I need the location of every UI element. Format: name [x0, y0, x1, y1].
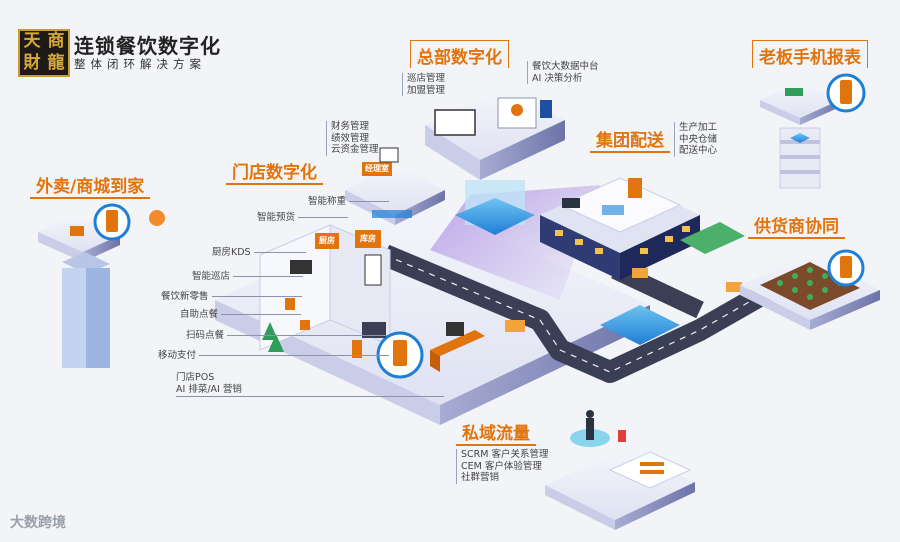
store-section: 门店数字化 [226, 158, 323, 185]
hq-item: 餐饮大数据中台 [532, 61, 599, 72]
group-title: 集团配送 [596, 131, 664, 151]
boss-tower [760, 73, 866, 189]
delivery-trucks [505, 268, 742, 332]
leader-line [221, 314, 302, 315]
callout-pos: 门店POS AI 排菜/AI 营销 [176, 372, 444, 397]
callout-smart-weighing: 智能称重 [308, 193, 390, 207]
leader-line [199, 355, 390, 356]
private-item: CEM 客户体验管理 [461, 460, 542, 472]
private-traffic-platform [545, 410, 695, 530]
callout-self-order: 自助点餐 [180, 306, 302, 320]
leader-line [211, 296, 302, 297]
hq-list-left: 巡店管理 加盟管理 [402, 73, 445, 96]
delivery-section: 外卖/商城到家 [30, 172, 151, 199]
callout-label: 智能巡店 [192, 271, 231, 282]
company-logo: 天 商 財 龍 [18, 29, 70, 77]
group-title-underline [590, 151, 670, 153]
private-section: 私域流量 [456, 419, 536, 446]
private-title: 私域流量 [462, 424, 530, 444]
private-item: SCRM 客户关系管理 [461, 449, 549, 460]
callout-label: AI 排菜/AI 营销 [176, 383, 242, 395]
store-title: 门店数字化 [232, 163, 317, 183]
callout-label: 智能预货 [257, 212, 296, 223]
callout-label: 厨房KDS [212, 247, 251, 258]
warehouse-lawn [680, 222, 745, 254]
group-item: 配送中心 [679, 145, 718, 156]
office-platform [345, 147, 445, 225]
private-title-underline [456, 444, 536, 446]
leader-line [227, 335, 388, 336]
pos-counter [352, 322, 485, 379]
callout-mobile-pay: 移动支付 [158, 347, 390, 361]
leader-line [253, 252, 306, 253]
callout-scan-order: 扫码点餐 [186, 327, 388, 341]
delivery-building [38, 203, 165, 368]
store-item: 财务管理 [331, 121, 370, 132]
callout-label: 智能称重 [308, 196, 347, 207]
callout-new-retail: 餐饮新零售 [161, 288, 302, 302]
warehouse [540, 177, 700, 280]
road [380, 244, 776, 383]
hq-platform [425, 90, 565, 235]
office-sign: 经理室 [365, 164, 389, 173]
logo-char: 天 [23, 31, 41, 51]
callout-smart-preorder: 智能预货 [257, 209, 349, 223]
store-item: 绩效管理 [331, 132, 370, 144]
hq-item: AI 决策分析 [532, 72, 583, 84]
callout-label: 自助点餐 [180, 309, 219, 320]
callout-smart-inspection: 智能巡店 [192, 268, 304, 282]
boss-section: 老板手机报表 [752, 40, 868, 68]
hq-item: 巡店管理 [407, 73, 446, 84]
private-item: 社群营销 [461, 472, 500, 483]
logo-char: 龍 [47, 53, 65, 73]
leader-line [298, 217, 349, 218]
leader-line [349, 201, 390, 202]
store-building [259, 224, 391, 351]
delivery-title-underline [30, 197, 151, 199]
callout-label: 门店POS [176, 372, 215, 383]
logo-char: 商 [47, 31, 65, 51]
supplier-title: 供货商协同 [754, 217, 839, 237]
hq-title: 总部数字化 [410, 40, 509, 68]
store-title-underline [226, 183, 323, 185]
logo-char: 財 [23, 53, 41, 73]
hq-list-right: 餐饮大数据中台 AI 决策分析 [527, 61, 599, 84]
group-section: 集团配送 [590, 126, 670, 153]
store-item: 云资金管理 [331, 144, 379, 155]
callout-label: 扫码点餐 [186, 330, 225, 341]
kitchen-sign: 厨房 [319, 236, 335, 245]
page-title: 连锁餐饮数字化 [74, 34, 221, 58]
store-list: 财务管理 绩效管理 云资金管理 [326, 121, 379, 156]
callout-label: 移动支付 [158, 350, 197, 361]
group-item: 中央仓储 [679, 133, 718, 145]
private-list: SCRM 客户关系管理 CEM 客户体验管理 社群营销 [456, 449, 548, 484]
watermark: 大数跨境 [10, 515, 66, 531]
callout-kitchen-kds: 厨房KDS [212, 244, 306, 258]
group-item: 生产加工 [679, 122, 718, 133]
supplier-section: 供货商协同 [748, 212, 845, 239]
delivery-title: 外卖/商城到家 [36, 177, 145, 197]
supplier-farm [740, 249, 880, 330]
hq-section: 总部数字化 [410, 40, 509, 68]
boss-title: 老板手机报表 [752, 40, 868, 68]
group-list: 生产加工 中央仓储 配送中心 [674, 122, 717, 157]
hq-item: 加盟管理 [407, 84, 446, 96]
callout-label: 餐饮新零售 [161, 291, 209, 302]
page-subtitle: 整体闭环解决方案 [74, 57, 206, 71]
leader-line [233, 276, 304, 277]
supplier-title-underline [748, 237, 845, 239]
storage-sign: 库房 [360, 234, 376, 243]
pool [600, 305, 680, 345]
